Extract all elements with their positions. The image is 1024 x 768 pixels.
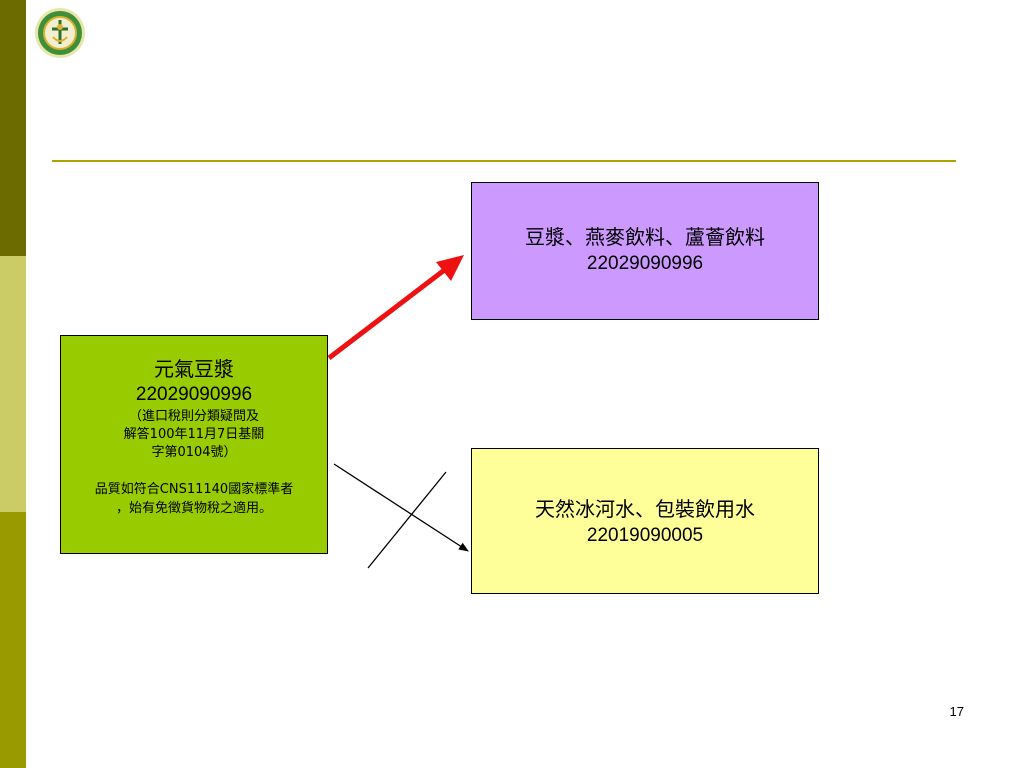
correct-arrow	[327, 255, 464, 360]
customs-emblem-icon	[35, 8, 85, 58]
rejected-classification-box: 天然冰河水、包裝飲用水 22019090005	[471, 448, 819, 594]
rejected-arrow	[333, 463, 469, 552]
sidebar-band-top	[0, 0, 26, 256]
source-product-code: 22029090996	[135, 384, 253, 405]
source-product-name: 元氣豆漿	[154, 357, 234, 381]
tax-exemption-condition-line-2: ，始有免徵貨物稅之適用。	[115, 501, 272, 516]
tax-exemption-condition-line-1: 品質如符合CNS11140國家標準者	[94, 482, 294, 497]
rejected-classification-code: 22019090005	[586, 525, 704, 546]
source-product-box: 元氣豆漿 22029090996 （進口稅則分類疑問及 解答100年11月7日基…	[60, 335, 328, 554]
page-number: 17	[949, 704, 964, 719]
correct-classification-code: 22029090996	[586, 253, 704, 274]
correct-classification-box: 豆漿、燕麥飲料、蘆薈飲料 22029090996	[471, 182, 819, 320]
sidebar-band-middle	[0, 256, 26, 512]
title-divider	[52, 160, 956, 162]
ruling-reference-line-2: 解答100年11月7日基關	[123, 427, 265, 442]
ruling-reference: （進口稅則分類疑問及 解答100年11月7日基關 字第0104號）	[61, 408, 327, 462]
rejection-cross-mark	[367, 471, 447, 569]
tax-exemption-condition: 品質如符合CNS11140國家標準者 ，始有免徵貨物稅之適用。	[61, 480, 327, 518]
ruling-reference-line-3: 字第0104號）	[151, 445, 237, 460]
ruling-reference-line-1: （進口稅則分類疑問及	[128, 409, 259, 424]
rejected-classification-name: 天然冰河水、包裝飲用水	[535, 497, 755, 521]
correct-classification-name: 豆漿、燕麥飲料、蘆薈飲料	[525, 225, 765, 249]
sidebar-band-bottom	[0, 512, 26, 768]
